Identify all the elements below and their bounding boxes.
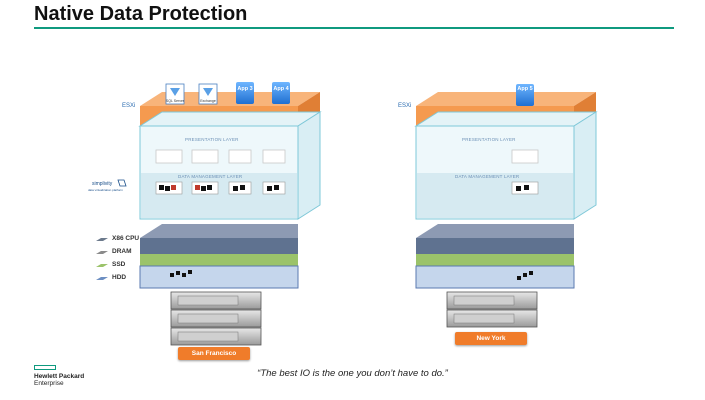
hpe-brand-line1: Hewlett Packard xyxy=(34,373,85,380)
right-hdd-layer xyxy=(415,265,575,289)
hdd-label: HDD xyxy=(112,274,127,281)
hdd-icon xyxy=(96,277,108,280)
simplivity-logo: simplivity xyxy=(92,181,113,187)
hpe-logo-icon xyxy=(34,365,56,370)
san-francisco-site-button[interactable]: San Francisco xyxy=(178,347,250,360)
app-3-label: App 3 xyxy=(237,86,253,92)
new-york-site-button[interactable]: New York xyxy=(455,332,527,345)
simplivity-logo-icon xyxy=(117,179,127,187)
left-hdd-layer xyxy=(139,265,299,289)
right-cpu-layer xyxy=(416,238,574,254)
app-5-icon xyxy=(516,84,534,106)
app-4-label: App 4 xyxy=(273,86,289,92)
right-data-management-layer-label: DATA MANAGEMENT LAYER xyxy=(455,174,520,179)
left-layer-box-side xyxy=(297,111,321,220)
left-data-mgmt-band xyxy=(141,173,297,218)
exchange-label: Exchange xyxy=(200,99,216,103)
left-server-rack xyxy=(170,291,262,346)
left-app-icons xyxy=(165,82,290,105)
left-presentation-vms xyxy=(155,149,286,164)
right-layer-box-top xyxy=(414,111,598,127)
dram-icon xyxy=(96,251,108,254)
left-esxi-label: ESXi xyxy=(122,103,136,109)
hardware-legend-icons xyxy=(96,238,108,280)
simplivity-tagline: data virtualization platform xyxy=(88,188,124,192)
slide-title: Native Data Protection xyxy=(34,3,248,25)
left-hdd-blocks xyxy=(170,270,192,277)
right-stack xyxy=(414,84,598,328)
title-underline xyxy=(34,27,674,29)
cpu-label: X86 CPU xyxy=(112,235,140,242)
left-data-management-layer-label: DATA MANAGEMENT LAYER xyxy=(178,174,243,179)
sql-server-label: SQL Server xyxy=(165,99,185,103)
ssd-label: SSD xyxy=(112,261,126,268)
right-presentation-layer-label: PRESENTATION LAYER xyxy=(462,137,516,142)
right-esxi-label: ESXi xyxy=(398,103,412,109)
app-5-label: App 5 xyxy=(517,86,533,92)
app-3-icon xyxy=(236,82,254,104)
left-layer-box-top xyxy=(138,111,322,127)
right-hdd-blocks xyxy=(517,271,533,280)
right-server-rack xyxy=(446,291,538,328)
left-cpu-layer-top xyxy=(140,224,298,238)
left-data-blocks xyxy=(155,181,286,195)
left-cpu-layer xyxy=(140,238,298,254)
left-presentation-layer-label: PRESENTATION LAYER xyxy=(185,137,239,142)
hpe-brand-line2: Enterprise xyxy=(34,380,64,387)
app-4-icon xyxy=(272,82,290,104)
right-data-mgmt-band xyxy=(417,173,573,218)
dram-label: DRAM xyxy=(112,248,132,255)
right-dram-layer xyxy=(416,254,574,266)
right-esxi-top xyxy=(416,92,596,106)
right-cpu-layer-top xyxy=(416,224,574,238)
left-dram-layer xyxy=(140,254,298,266)
slide-quote: “The best IO is the one you don’t have t… xyxy=(257,368,448,379)
ssd-icon xyxy=(96,264,108,267)
right-data-blocks xyxy=(511,181,539,195)
cpu-icon xyxy=(96,238,108,241)
right-layer-box-side xyxy=(573,111,597,220)
right-presentation-vm xyxy=(511,149,539,164)
left-stack xyxy=(138,82,322,346)
